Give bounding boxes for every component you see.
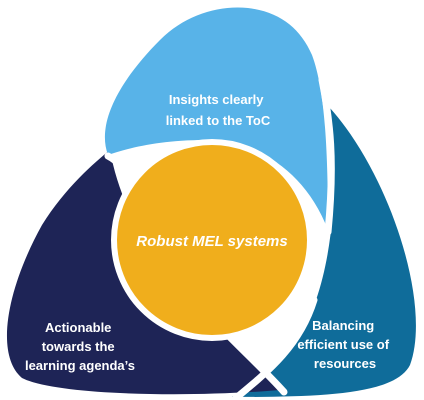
petal-bottom-right (232, 108, 416, 397)
petal-top-label: Insights clearly linked to the ToC (166, 92, 271, 128)
petal-top (104, 7, 329, 231)
petal-bottom-right-label-line-2: efficient use of (297, 337, 389, 352)
petal-bottom-left-label: Actionable towards the learning agenda’s (25, 320, 135, 373)
petal-bottom-left-label-line-3: learning agenda’s (25, 358, 135, 373)
center-circle (111, 139, 313, 341)
gap-bottom-swirl (232, 296, 318, 400)
center-label: Robust MEL systems (136, 233, 287, 250)
petal-bottom-left-label-line-1: Actionable (45, 320, 111, 335)
petal-bottom-right-label-line-3: resources (314, 356, 376, 371)
petal-top-label-line-2: linked to the ToC (166, 113, 271, 128)
petal-top-label-line-1: Insights clearly (169, 92, 264, 107)
petal-bottom-right-label-line-1: Balancing (312, 318, 374, 333)
gap-right-swirl (318, 76, 335, 236)
petal-bottom-left-label-line-2: towards the (42, 339, 115, 354)
petal-bottom-right-label: Balancing efficient use of resources (297, 318, 392, 371)
